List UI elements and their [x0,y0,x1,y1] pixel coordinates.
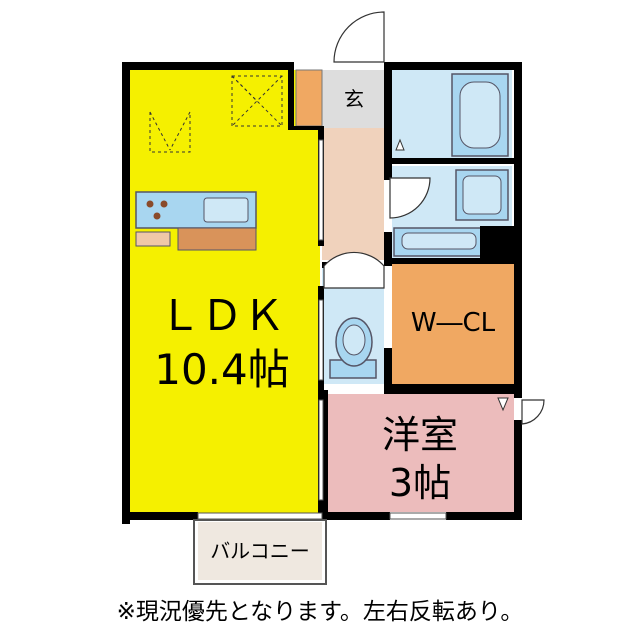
shoe-cabinet [295,69,323,127]
toilet-seat [342,324,366,356]
door-marker-west [497,397,509,412]
kitchen-cupboard [177,227,257,251]
entrance-label: 玄 [344,87,364,111]
stove-icon [146,200,168,220]
balcony-floor [198,522,322,580]
walk-in-closet-floor [392,264,514,384]
hallway-floor [322,128,384,260]
balcony-outline [193,519,327,585]
wcl-label: W―CL [411,308,496,338]
western-size-label: 3帖 [389,461,451,505]
washing-machine-inner [462,175,502,215]
western-name-label: 洋室 [382,413,458,457]
bathtub-inner [459,81,501,149]
ceiling-marker [149,111,191,153]
vent-marker [231,75,283,127]
disclaimer-note: ※現況優先となります。左右反転あり。 [116,599,524,625]
sliding-doors [197,139,447,520]
ldk-size-label: 10.4帖 [154,345,290,394]
fridge-space [135,231,171,247]
wash-basin-inner [401,232,477,250]
western-room-floor [326,394,514,512]
ldk-name-label: ＬＤＫ [159,291,285,340]
door-marker [395,138,405,151]
entrance-floor [322,70,384,128]
ldk-floor [130,70,320,520]
balcony-label: バルコニー [210,539,310,563]
kitchen-sink [203,197,249,223]
door-swings [323,11,545,425]
